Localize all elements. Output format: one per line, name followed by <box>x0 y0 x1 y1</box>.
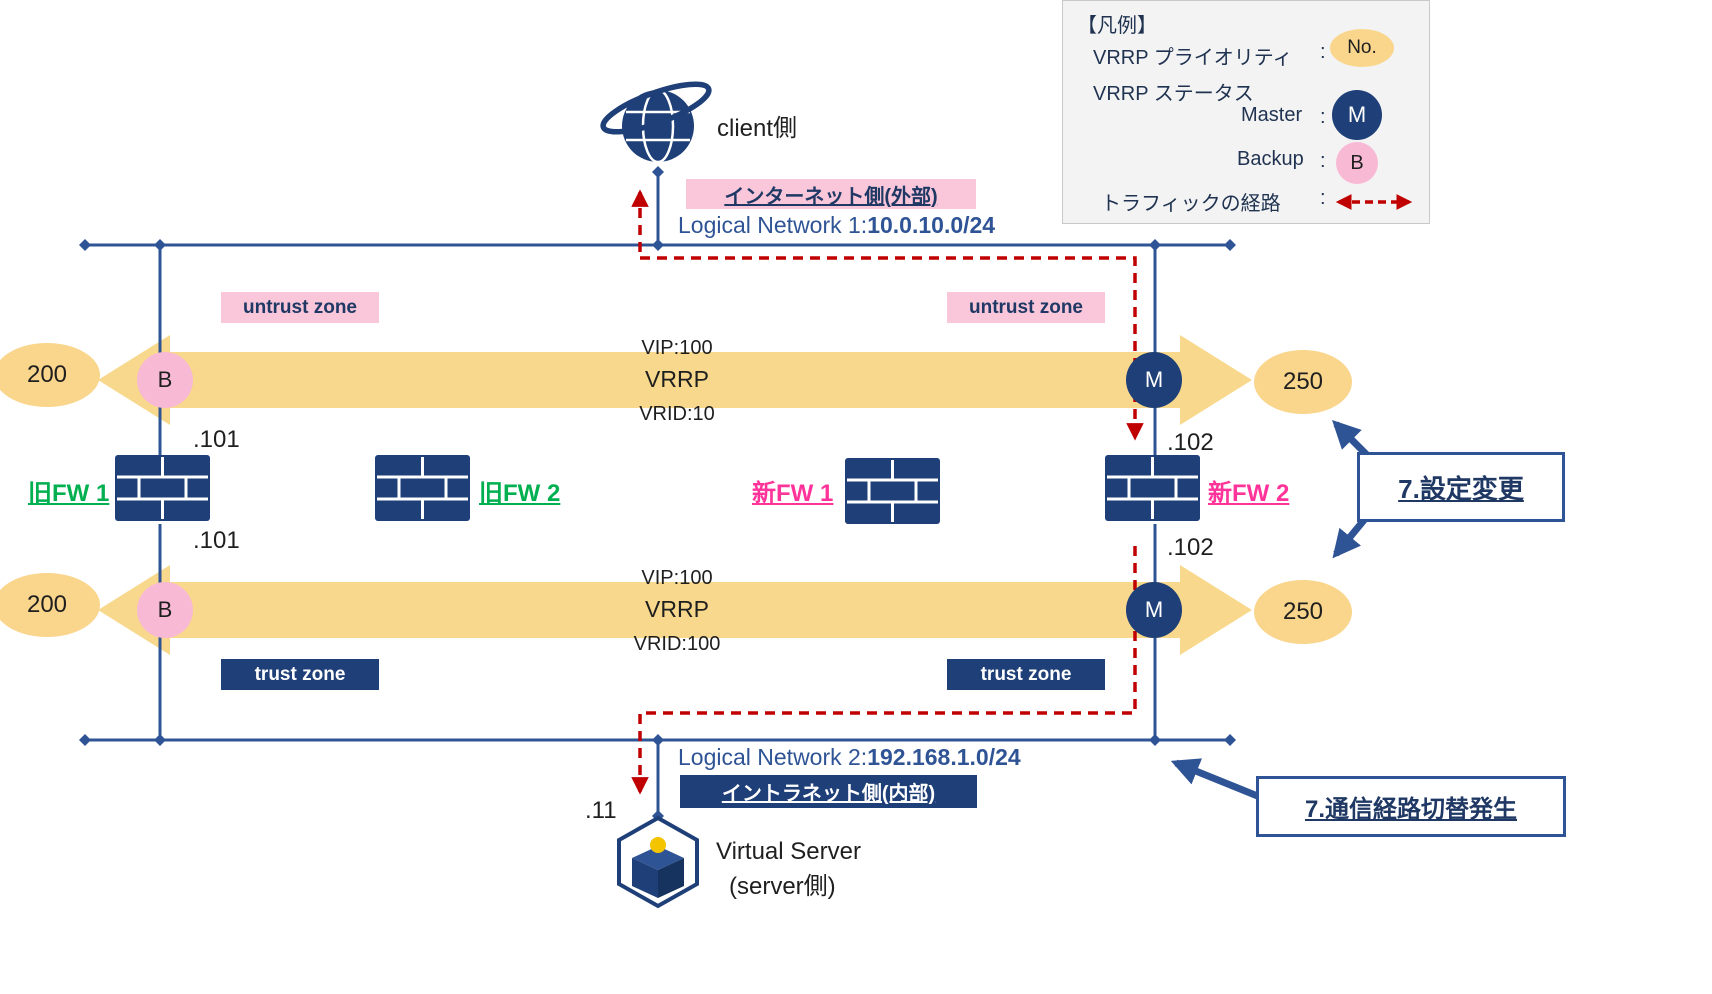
trust-zone-right: trust zone <box>947 659 1105 690</box>
fw-new2-label: 新FW 2 <box>1208 480 1290 507</box>
ip-old-trust: .101 <box>193 527 240 554</box>
vrrp-bottom-label: VRRP <box>645 596 709 622</box>
legend-priority-label: VRRP プライオリティ <box>1093 47 1293 69</box>
legend-traffic-colon: : <box>1320 187 1326 209</box>
vrrp-bottom-vrid: VRID:100 <box>633 633 721 655</box>
callout-path-switch: 7.通信経路切替発生 <box>1256 776 1566 837</box>
vrrp-band-top <box>98 335 1252 425</box>
logical-network-2-name: Logical Network 2: <box>678 744 868 770</box>
legend-backup-label: Backup <box>1237 148 1304 170</box>
legend-traffic-arrow-icon <box>1335 194 1413 210</box>
logical-network-2-cidr: 192.168.1.0/24 <box>867 744 1021 770</box>
vrrp-band-bottom <box>98 565 1252 655</box>
connector-endpoints <box>79 166 1236 822</box>
ip-server: .11 <box>585 797 617 824</box>
network-lines <box>85 172 1230 816</box>
intranet-banner: イントラネット側(内部) <box>680 775 977 808</box>
priority-badge-new-bottom: 250 <box>1254 580 1352 644</box>
fw-old2-label: 旧FW 2 <box>479 480 561 507</box>
legend-master-badge: M <box>1332 90 1382 140</box>
legend-priority-colon: : <box>1320 41 1326 63</box>
vrrp-top-label: VRRP <box>645 366 709 392</box>
logical-network-1-cidr: 10.0.10.0/24 <box>867 212 996 238</box>
untrust-zone-right: untrust zone <box>947 292 1105 323</box>
ip-new-trust: .102 <box>1167 534 1214 561</box>
ip-new-untrust: .102 <box>1167 429 1214 456</box>
status-badge-new-top: M <box>1126 352 1182 408</box>
vrrp-bottom-vip: VIP:100 <box>641 567 713 589</box>
status-badge-old-bottom: B <box>137 582 193 638</box>
logical-network-2-label: Logical Network 2:192.168.1.0/24 <box>678 744 1021 771</box>
priority-badge-old-top: 200 <box>0 343 100 407</box>
fw-new1-label: 新FW 1 <box>752 480 834 507</box>
globe-icon <box>600 81 712 164</box>
server-name-label: Virtual Server <box>716 838 861 865</box>
untrust-zone-left: untrust zone <box>221 292 379 323</box>
switch-arrow <box>1170 758 1262 801</box>
legend-backup-badge: B <box>1336 142 1378 184</box>
firewall-icon-new1 <box>843 456 942 526</box>
status-badge-new-bottom: M <box>1126 582 1182 638</box>
legend-priority-badge: No. <box>1330 29 1394 67</box>
firewall-icon-new2 <box>1103 453 1202 523</box>
trust-zone-left: trust zone <box>221 659 379 690</box>
legend-master-colon: : <box>1320 106 1326 128</box>
client-label: client側 <box>717 115 798 142</box>
priority-badge-new-top: 250 <box>1254 350 1352 414</box>
legend-master-label: Master <box>1241 104 1303 126</box>
priority-badge-old-bottom: 200 <box>0 573 100 637</box>
vrrp-top-vip: VIP:100 <box>641 337 713 359</box>
status-badge-old-top: B <box>137 352 193 408</box>
virtual-server-icon <box>617 815 699 909</box>
fw-old1-label: 旧FW 1 <box>28 480 110 507</box>
legend-backup-colon: : <box>1320 150 1326 172</box>
legend-status-label: VRRP ステータス <box>1093 83 1254 105</box>
legend-panel: 【凡例】 VRRP プライオリティ : No. VRRP ステータス Maste… <box>1062 0 1430 224</box>
traffic-path-trust <box>631 546 1137 795</box>
firewall-icon-old2 <box>373 453 472 523</box>
internet-banner: インターネット側(外部) <box>686 179 976 209</box>
vrrp-top-vrid: VRID:10 <box>639 403 715 425</box>
legend-title: 【凡例】 <box>1077 15 1157 37</box>
server-sub-label: (server側) <box>729 873 836 900</box>
legend-traffic-label: トラフィックの経路 <box>1101 193 1281 215</box>
ip-old-untrust: .101 <box>193 426 240 453</box>
logical-network-1-label: Logical Network 1:10.0.10.0/24 <box>678 212 995 239</box>
firewall-icon-old1 <box>113 453 212 523</box>
logical-network-1-name: Logical Network 1: <box>678 212 868 238</box>
callout-config-change: 7.設定変更 <box>1357 452 1565 522</box>
